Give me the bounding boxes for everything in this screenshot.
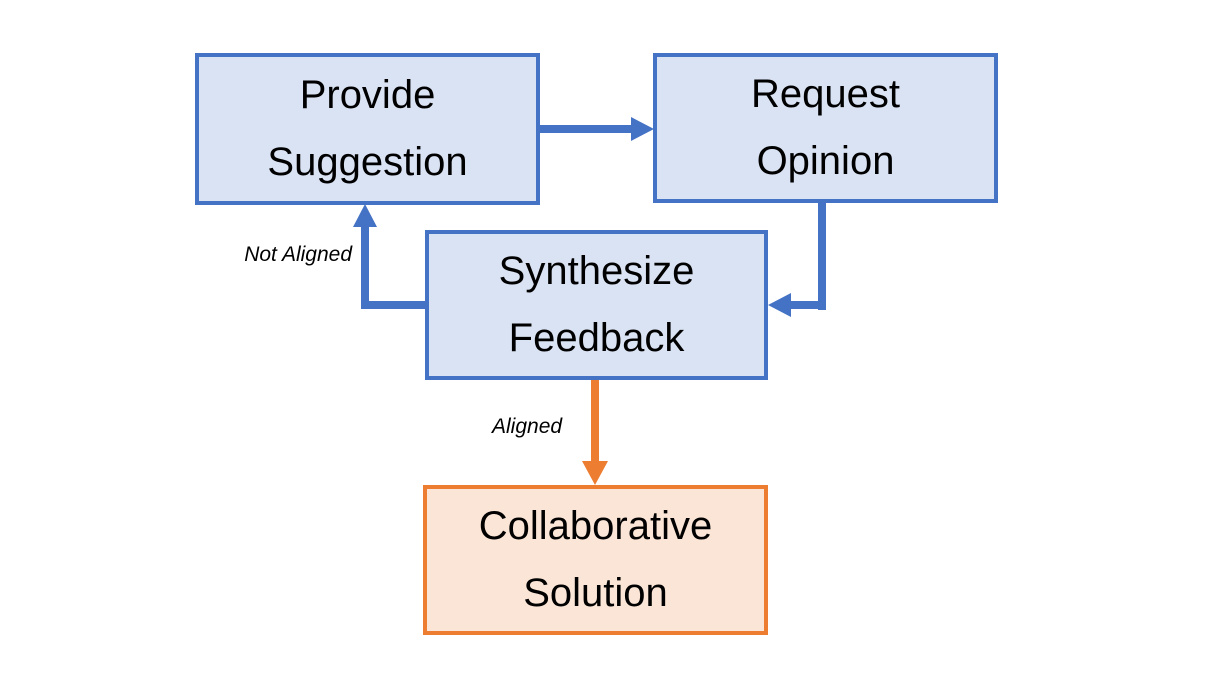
node-request-opinion: Request Opinion bbox=[653, 53, 998, 203]
edge-label-aligned: Aligned bbox=[492, 415, 563, 438]
arrow-request-to-synthesize-vertical-shaft bbox=[818, 203, 826, 310]
arrow-request-to-synthesize-head-icon bbox=[768, 293, 791, 317]
node-synthesize-feedback-line2: Feedback bbox=[508, 316, 685, 360]
node-provide-suggestion-line2: Suggestion bbox=[267, 140, 468, 184]
node-collaborative-solution-line1: Collaborative bbox=[478, 504, 713, 548]
edge-label-not-aligned: Not Aligned bbox=[244, 243, 352, 266]
arrow-request-to-synthesize-horizontal-shaft bbox=[789, 301, 826, 309]
node-synthesize-feedback-line1: Synthesize bbox=[498, 249, 695, 293]
arrow-provide-to-request-shaft bbox=[540, 125, 633, 133]
node-request-opinion-line1: Request bbox=[751, 72, 900, 116]
arrow-synthesize-to-collaborative-head-icon bbox=[582, 461, 608, 485]
node-provide-suggestion: Provide Suggestion bbox=[195, 53, 540, 205]
node-collaborative-solution: Collaborative Solution bbox=[423, 485, 768, 635]
arrow-synthesize-to-provide-head-icon bbox=[353, 204, 377, 227]
node-collaborative-solution-line2: Solution bbox=[523, 571, 668, 615]
arrow-synthesize-to-provide-horizontal-shaft bbox=[361, 301, 425, 309]
node-request-opinion-line2: Opinion bbox=[756, 139, 895, 183]
arrow-provide-to-request-head-icon bbox=[631, 117, 654, 141]
node-synthesize-feedback: Synthesize Feedback bbox=[425, 230, 768, 380]
arrow-synthesize-to-provide-vertical-shaft bbox=[361, 226, 369, 309]
arrow-synthesize-to-collaborative-shaft bbox=[591, 380, 599, 463]
node-provide-suggestion-line1: Provide bbox=[299, 73, 436, 117]
